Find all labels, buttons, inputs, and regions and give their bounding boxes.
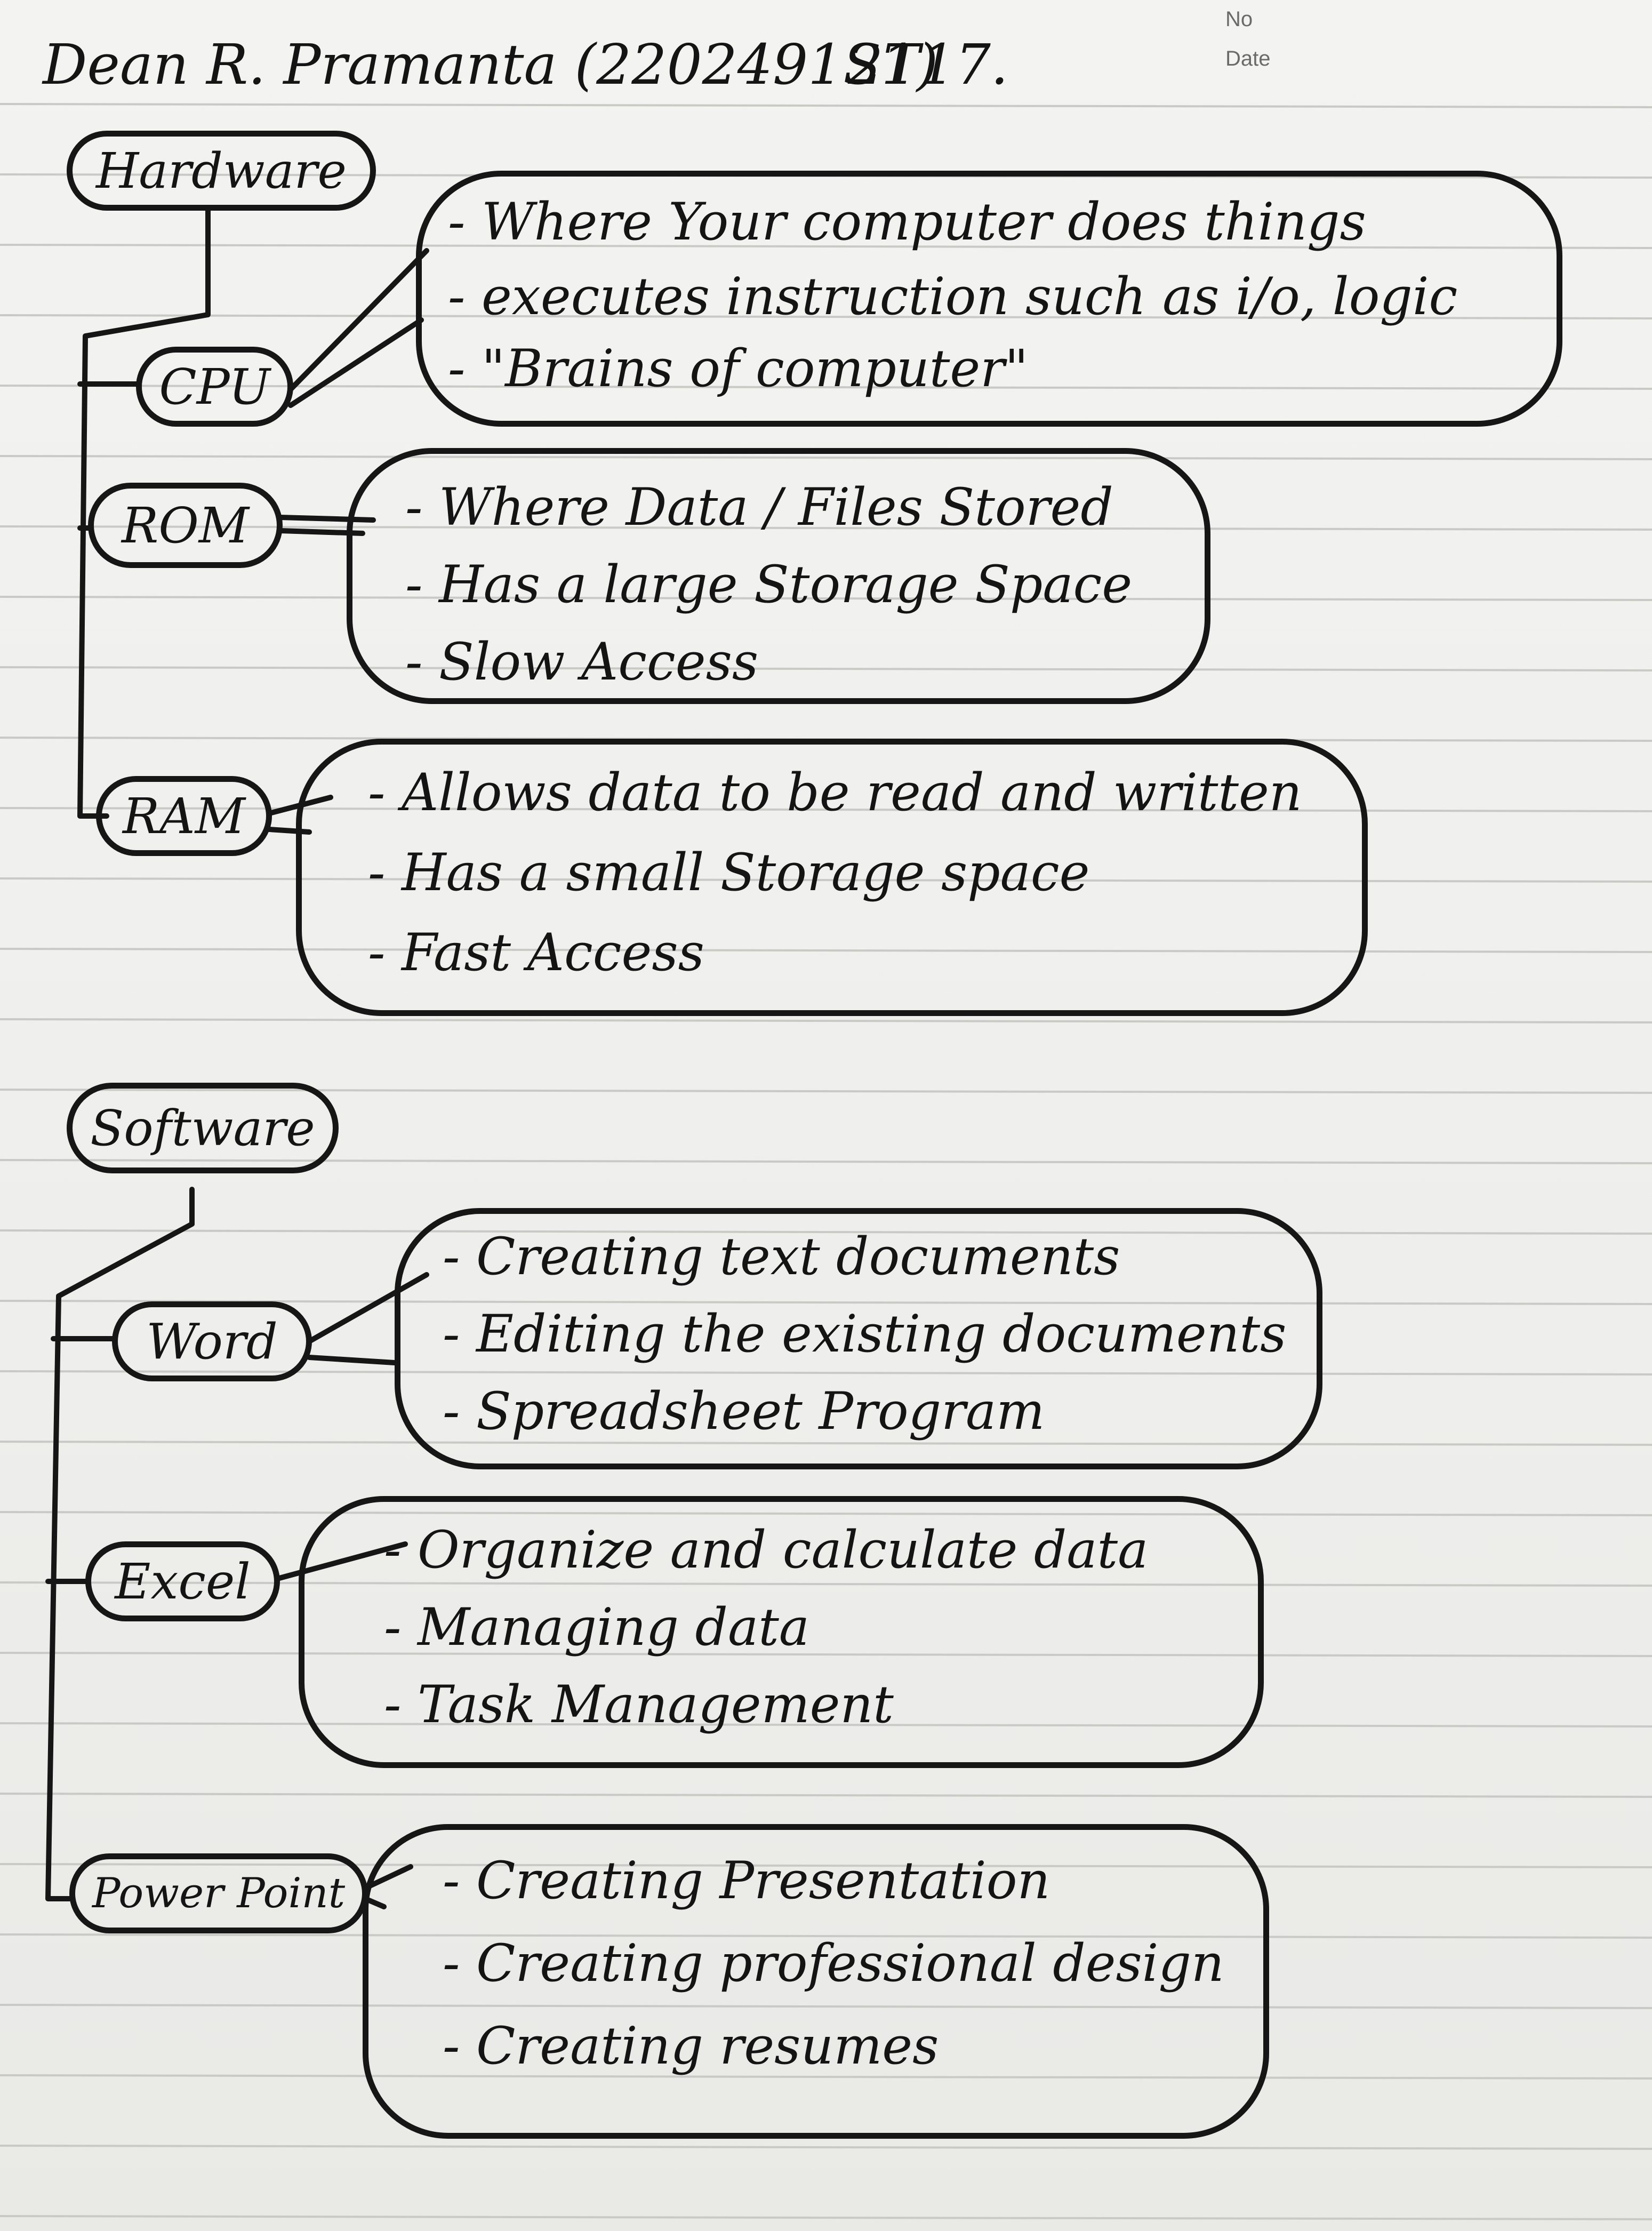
ruled-line: [0, 1933, 1652, 1939]
ruled-line: [0, 1511, 1652, 1516]
ram-node: RAM: [96, 776, 272, 856]
ruled-line: [0, 807, 1652, 812]
powerpoint-note-1: - Creating Presentation: [443, 1851, 1050, 1910]
hardware-node: Hardware: [67, 131, 376, 211]
rom-label: ROM: [122, 497, 249, 554]
ruled-line: [0, 1793, 1652, 1798]
word-note-3: - Spreadsheet Program: [443, 1381, 1045, 1441]
powerpoint-note-2: - Creating professional design: [443, 1933, 1224, 1993]
rom-note-1: - Where Data / Files Stored: [405, 477, 1113, 537]
word-node: Word: [112, 1301, 312, 1381]
ruled-line: [0, 1652, 1652, 1657]
excel-label: Excel: [115, 1553, 251, 1610]
date-label: Date: [1225, 47, 1271, 70]
ram-note-1: - Allows data to be read and written: [368, 763, 1302, 822]
cpu-label: CPU: [159, 358, 270, 415]
ruled-line: [0, 244, 1652, 249]
rom-note-3: - Slow Access: [405, 632, 759, 692]
ruled-line: [0, 1229, 1652, 1235]
ruled-line: [0, 1441, 1652, 1446]
author-name: Dean R. Pramanta (2202491S1): [43, 32, 939, 97]
ruled-line: [0, 877, 1652, 883]
word-note-1: - Creating text documents: [443, 1227, 1120, 1286]
software-node: Software: [67, 1083, 339, 1173]
ruled-line: [0, 455, 1652, 460]
ruled-line: [0, 1018, 1652, 1023]
excel-note-1: - Organize and calculate data: [384, 1520, 1149, 1580]
powerpoint-label: Power Point: [92, 1869, 346, 1917]
rom-notes-bubble: [347, 448, 1210, 704]
ruled-line: [0, 596, 1652, 601]
cpu-note-3: - "Brains of computer": [448, 339, 1029, 398]
ruled-line: [0, 2145, 1652, 2150]
cpu-note-1: - Where Your computer does things: [448, 192, 1366, 252]
word-label: Word: [146, 1313, 278, 1370]
word-notes-bubble: [395, 1208, 1322, 1469]
word-note-2: - Editing the existing documents: [443, 1304, 1287, 1364]
no-label: No: [1225, 7, 1253, 31]
rom-note-2: - Has a large Storage Space: [405, 555, 1133, 614]
ram-notes-bubble: [296, 739, 1368, 1016]
ruled-line: [0, 2074, 1652, 2080]
cpu-notes-bubble: [416, 171, 1562, 427]
ruled-line: [0, 2215, 1652, 2220]
excel-notes-bubble: [299, 1496, 1264, 1768]
powerpoint-note-3: - Creating resumes: [443, 2016, 939, 2076]
powerpoint-node: Power Point: [69, 1853, 368, 1933]
ruled-line: [0, 2004, 1652, 2009]
rom-node: ROM: [88, 483, 283, 568]
ruled-line: [0, 103, 1652, 108]
ruled-line: [0, 948, 1652, 953]
cpu-note-2: - executes instruction such as i/o, logi…: [448, 267, 1458, 326]
ruled-line: [0, 666, 1652, 671]
ruled-line: [0, 314, 1652, 319]
powerpoint-notes-bubble: [363, 1824, 1269, 2139]
ram-note-2: - Has a small Storage space: [368, 843, 1090, 902]
cpu-node: CPU: [136, 347, 293, 427]
ruled-line: [0, 1722, 1652, 1728]
excel-node: Excel: [85, 1541, 280, 1621]
ram-note-3: - Fast Access: [368, 923, 704, 982]
software-label: Software: [90, 1099, 315, 1157]
excel-note-2: - Managing data: [384, 1597, 809, 1657]
class-code: 2T17.: [848, 32, 1008, 97]
ram-label: RAM: [123, 787, 245, 845]
excel-note-3: - Task Management: [384, 1675, 894, 1734]
hardware-label: Hardware: [96, 142, 347, 199]
